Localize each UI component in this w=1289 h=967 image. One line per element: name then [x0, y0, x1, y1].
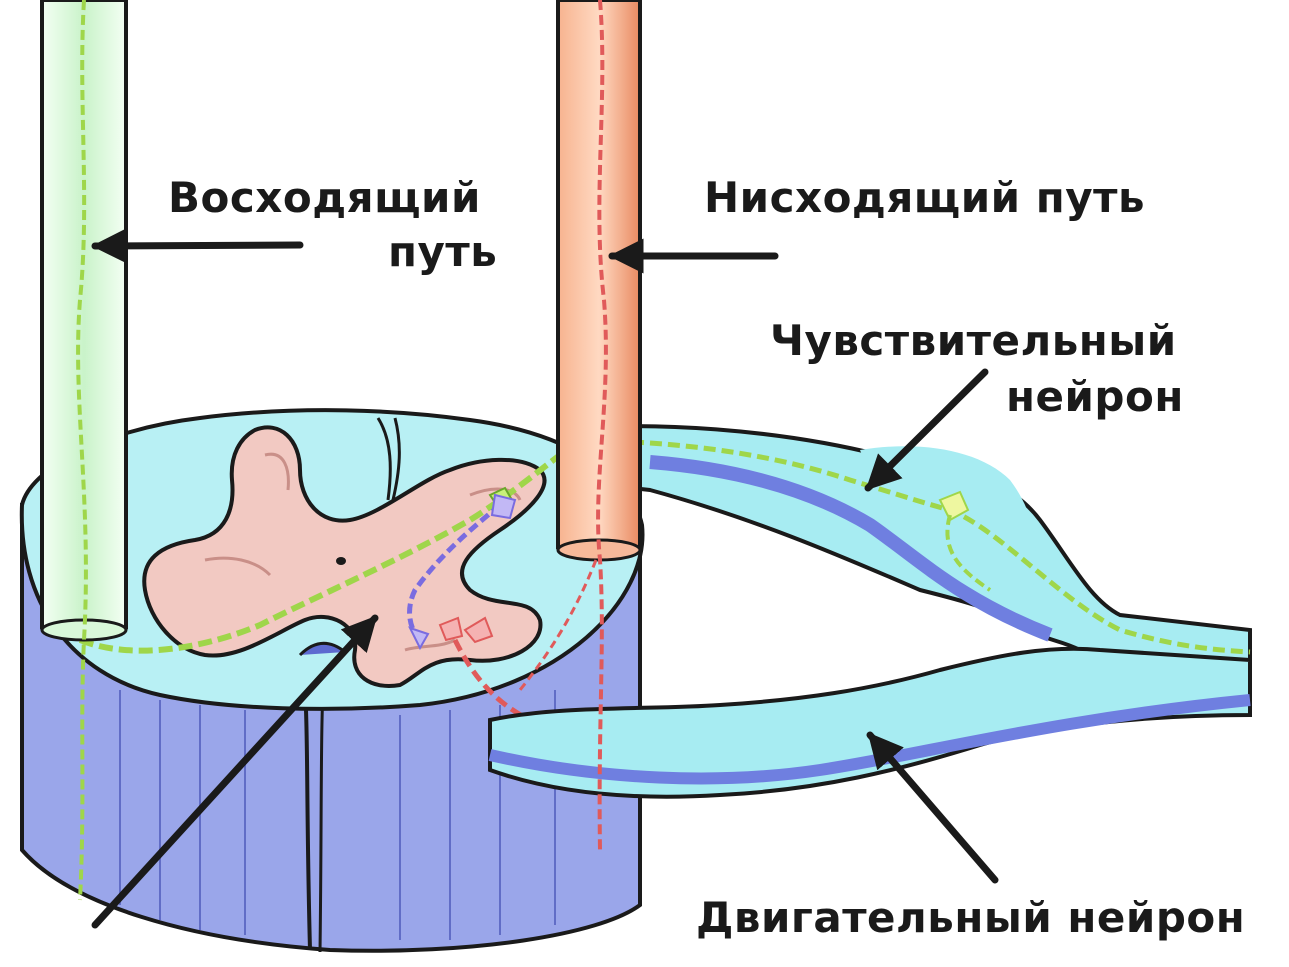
descending-label: Нисходящий путь	[704, 175, 1145, 221]
sensory-label-line2: нейрон	[770, 374, 1184, 420]
ascending-label-line1: Восходящий	[168, 175, 497, 221]
ascending-label-line2: путь	[168, 229, 497, 275]
sensory-label-line1: Чувствительный	[770, 318, 1184, 364]
central-canal	[336, 557, 346, 565]
ascending-label: Восходящий путь	[168, 175, 497, 275]
descending-tract	[558, 0, 640, 559]
sensory-label: Чувствительный нейрон	[770, 318, 1184, 420]
motor-label: Двигательный нейрон	[696, 895, 1245, 941]
